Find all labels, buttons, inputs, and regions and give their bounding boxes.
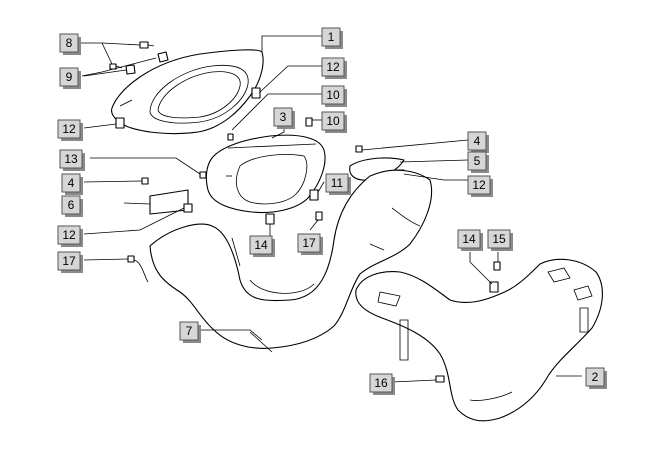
- callout-14-right: 14: [457, 229, 483, 251]
- callout-10-upper: 10: [321, 85, 347, 107]
- svg-text:3: 3: [280, 110, 287, 124]
- svg-text:17: 17: [62, 254, 76, 268]
- callout-14-center: 14: [249, 235, 275, 257]
- screw-17-left: [127, 255, 149, 283]
- callout-17-left: 17: [57, 251, 83, 273]
- svg-text:11: 11: [331, 176, 344, 190]
- svg-text:14: 14: [254, 238, 268, 252]
- callout-7: 7: [179, 321, 201, 343]
- svg-text:16: 16: [374, 376, 388, 390]
- svg-text:6: 6: [68, 198, 75, 212]
- screw-4-right: [355, 145, 363, 153]
- svg-text:9: 9: [66, 70, 73, 84]
- clip-12-mid: [183, 203, 193, 213]
- screw-4-left: [141, 177, 149, 185]
- callout-12-left-lower: 12: [57, 225, 83, 247]
- part-small-cover-6: [149, 189, 189, 215]
- clip-14-center: [265, 213, 275, 225]
- screw-8a: [139, 41, 155, 49]
- part-upper-headlight-cover: [111, 49, 264, 135]
- svg-text:4: 4: [474, 134, 481, 148]
- screw-8b: [109, 63, 123, 70]
- callout-2: 2: [585, 367, 607, 389]
- clip-11: [309, 189, 319, 201]
- screw-10a: [227, 133, 234, 141]
- screw-10b: [305, 117, 313, 127]
- clip-9a: [157, 51, 169, 63]
- callout-1: 1: [321, 27, 343, 49]
- svg-text:7: 7: [186, 324, 193, 338]
- callout-11: 11: [325, 173, 351, 195]
- clip-14-right: [489, 281, 499, 293]
- callout-15: 15: [487, 229, 513, 251]
- part-rear-handlebar-cover: [355, 258, 603, 422]
- part-instrument-cover: [205, 134, 326, 214]
- callout-4-right: 4: [467, 131, 489, 153]
- clip-12-left: [115, 117, 125, 129]
- svg-text:14: 14: [462, 232, 476, 246]
- screw-13: [199, 171, 207, 179]
- svg-text:17: 17: [302, 236, 316, 250]
- callout-12-right: 12: [467, 175, 493, 197]
- screw-17-center: [315, 211, 323, 221]
- callout-10-lower: 10: [321, 111, 347, 133]
- callout-12-top: 12: [321, 57, 347, 79]
- svg-text:5: 5: [474, 154, 481, 168]
- svg-text:8: 8: [66, 36, 73, 50]
- screw-16: [435, 375, 445, 383]
- callout-5: 5: [467, 151, 489, 173]
- svg-text:12: 12: [62, 122, 76, 136]
- callout-12-left-upper: 12: [57, 119, 83, 141]
- callout-6: 6: [61, 195, 83, 217]
- svg-text:4: 4: [68, 176, 75, 190]
- svg-text:1: 1: [328, 30, 335, 44]
- callout-16: 16: [369, 373, 395, 395]
- callout-3: 3: [273, 107, 295, 129]
- svg-text:12: 12: [472, 178, 486, 192]
- svg-text:10: 10: [326, 114, 340, 128]
- svg-text:15: 15: [492, 232, 506, 246]
- part-front-handlebar-cover: [149, 169, 433, 353]
- svg-text:12: 12: [62, 228, 76, 242]
- callout-13: 13: [59, 149, 85, 171]
- clip-12-top: [251, 87, 261, 99]
- svg-text:10: 10: [326, 88, 340, 102]
- svg-text:2: 2: [592, 370, 599, 384]
- clip-9b: [125, 64, 136, 75]
- callout-8: 8: [59, 33, 81, 55]
- screw-15: [493, 261, 501, 271]
- svg-text:12: 12: [326, 60, 340, 74]
- callout-9: 9: [59, 67, 81, 89]
- callout-4-left: 4: [61, 173, 83, 195]
- callout-17-center: 17: [297, 233, 323, 255]
- svg-text:13: 13: [64, 152, 78, 166]
- leader-lines: [80, 35, 582, 383]
